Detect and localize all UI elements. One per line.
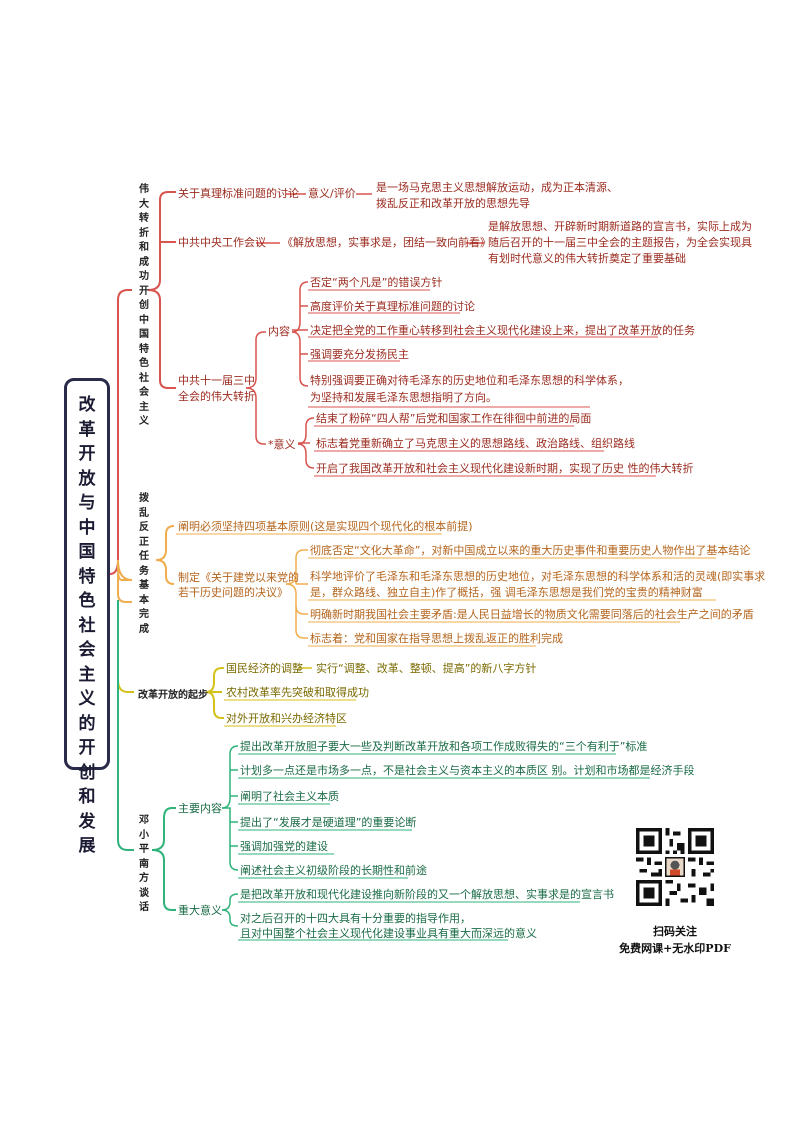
b2-n2-label2: 若干历史问题的决议》 [178, 585, 288, 600]
root-title: 改革开放与中国特色社会主义的开创和发展 [67, 393, 107, 859]
b4-content-item: 强调加强党的建设 [240, 839, 328, 854]
b1-n1-desc1: 是一场马克思主义思想解放运动，成为正本清源、 [376, 180, 618, 195]
b4-content-item: 计划多一点还是市场多一点，不是社会主义与资本主义的本质区 别。计划和市场都是经济… [240, 763, 695, 778]
b3-mid: 实行“调整、改革、整顿、提高”的新八字方针 [316, 661, 536, 676]
branch3-title: 改革开放的起步 [138, 686, 208, 701]
b1-n1-desc2: 拨乱反正和改革开放的思想先导 [376, 196, 530, 211]
b1-n2-desc1: 是解放思想、开辟新时期新道路的宣言书，实际上成为 [488, 219, 752, 234]
b4-meaning-item: 且对中国整个社会主义现代化建设事业具有重大而深远的意义 [240, 926, 537, 941]
b1-meaning-item: 标志着党重新确立了马克思主义的思想路线、政治路线、组织路线 [316, 436, 635, 451]
b2-n2-label1: 制定《关于建党以来党的 [178, 570, 299, 585]
b1-n1-label: 关于真理标准问题的讨论 [178, 186, 299, 201]
b2-item: 明确新时期我国社会主要矛盾:是人民日益增长的物质文化需要同落后的社会生产之间的矛… [310, 607, 754, 622]
b1-n3-label1: 中共十一届三中 [178, 373, 255, 388]
b1-n2-desc2: 随后召开的十一届三中全会的主题报告，为全会实现具 [488, 235, 752, 250]
b4-content-item: 阐述社会主义初级阶段的长期性和前途 [240, 863, 427, 878]
b1-content-item: 决定把全党的工作重心转移到社会主义现代化建设上来，提出了改革开放的任务 [310, 323, 695, 338]
branch4-title: 邓小平南方谈话 [137, 814, 151, 916]
b2-item: 科学地评价了毛泽东和毛泽东思想的历史地位，对毛泽东思想的科学体系和活的灵魂(即实… [310, 569, 765, 584]
b2-item: 是，群众路线、独立自主)作了概括，强 调毛泽东思想是我们党的宝贵的精神财富 [310, 585, 703, 600]
b4-content-label: 主要内容 [178, 801, 222, 816]
b2-item: 彻底否定“文化大革命”，对新中国成立以来的重大历史事件和重要历史人物作出了基本结… [310, 543, 750, 558]
b4-content-item: 提出了“发展才是硬道理”的重要论断 [240, 815, 416, 830]
b1-n2-mid: 《解放思想，实事求是，团结一致向前看》 [282, 235, 491, 250]
branch2-title: 拨乱反正任务基本完成 [137, 492, 151, 637]
b1-meaning-item: 结束了粉碎“四人帮”后党和国家工作在徘徊中前进的局面 [316, 411, 591, 426]
b1-n3-label2: 全会的伟大转折 [178, 389, 255, 404]
b4-content-item: 阐明了社会主义本质 [240, 789, 339, 804]
root-node: 改革开放与中国特色社会主义的开创和发展 [64, 378, 110, 770]
b4-meaning-item: 对之后召开的十四大具有十分重要的指导作用， [240, 911, 471, 926]
b4-meaning-item: 是把改革开放和现代化建设推向新阶段的又一个解放思想、实事求是的宣言书 [240, 887, 614, 902]
b1-content-item: 特别强调要正确对待毛泽东的历史地位和毛泽东思想的科学体系， [310, 373, 629, 388]
b3-item: 对外开放和兴办经济特区 [226, 711, 347, 726]
b4-content-item: 提出改革开放胆子要大一些及判断改革开放和各项工作成败得失的“三个有利于”标准 [240, 739, 647, 754]
qr-caption-2: 免费网课+无水印PDF [618, 940, 732, 956]
b1-content-item: 为坚持和发展毛泽东思想指明了方向。 [310, 390, 497, 405]
b1-n2-desc3: 有划时代意义的伟大转折奠定了重要基础 [488, 251, 686, 266]
b1-content-item: 否定“两个凡是”的错误方针 [310, 275, 442, 290]
b2-item: 标志着：党和国家在指导思想上拨乱返正的胜利完成 [310, 631, 563, 646]
b2-n1: 阐明必须坚持四项基本原则(这是实现四个现代化的根本前提) [178, 519, 473, 534]
b1-content-item: 高度评价关于真理标准问题的讨论 [310, 299, 475, 314]
qr-caption-1: 扫码关注 [636, 923, 714, 939]
b1-n1-mid: 意义/评价 [308, 186, 356, 201]
b1-n3-meaning-label: *意义 [268, 437, 296, 452]
qr-code[interactable] [636, 828, 714, 906]
b3-item: 农村改革率先突破和取得成功 [226, 685, 369, 700]
b4-meaning-label: 重大意义 [178, 903, 222, 918]
b1-content-item: 强调要充分发扬民主 [310, 347, 409, 362]
b1-n3-content-label: 内容 [268, 324, 290, 339]
b1-meaning-item: 开启了我国改革开放和社会主义现代化建设新时期，实现了历史 性的伟大转折 [316, 461, 694, 476]
branch1-title: 伟大转折和成功开创中国特色社会主义 [137, 183, 151, 430]
b3-item: 国民经济的调整 [226, 661, 303, 676]
b1-n2-label: 中共中央工作会议 [178, 235, 266, 250]
